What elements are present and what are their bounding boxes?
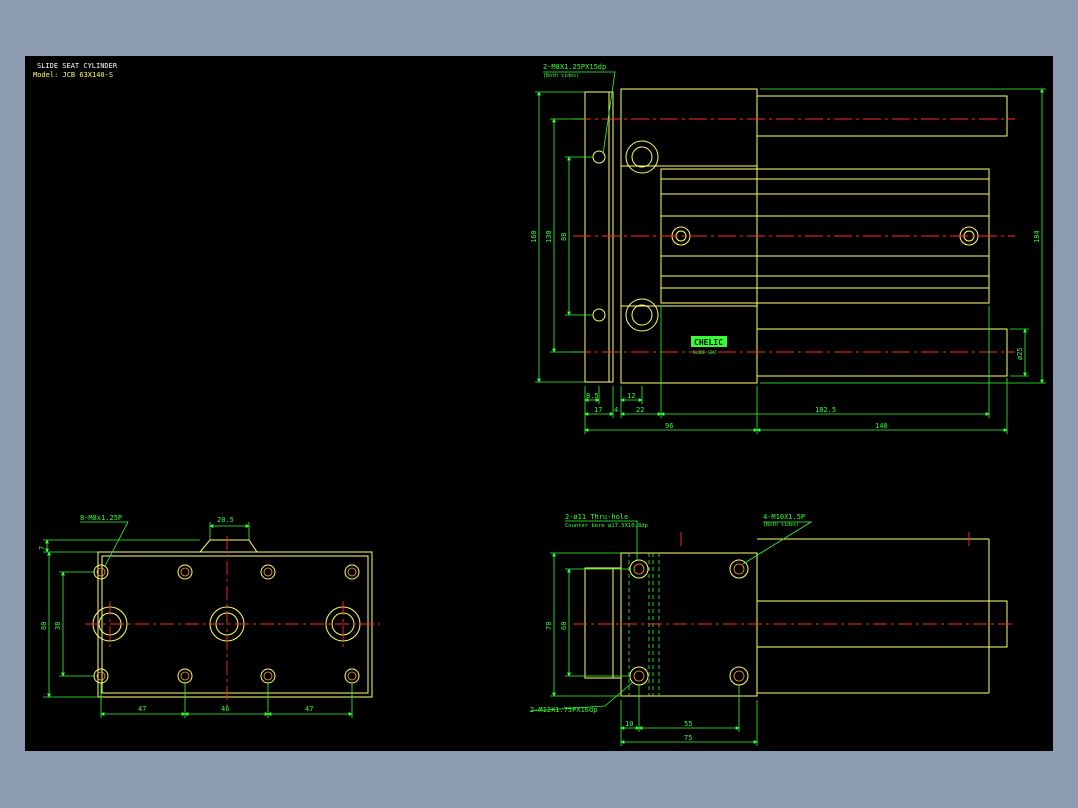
- dim-phi25: ø25: [1016, 347, 1024, 360]
- plan-end-plate: [584, 567, 622, 679]
- dim-140: 140: [875, 422, 888, 430]
- dim-20-5: 20.5: [217, 516, 234, 524]
- dim-47-left: 47: [138, 705, 146, 713]
- counterbore-upper: [625, 140, 659, 174]
- bottom-right-centerlines: [573, 532, 1015, 625]
- bottom-left-dim-labels: 8-M8x1.25P 20.5 7 80 38 47 46 47: [38, 514, 313, 713]
- bottom-right-dimensions: [529, 520, 813, 746]
- top-view: [584, 88, 1008, 384]
- bottom-left-hole-cores: [96, 567, 357, 681]
- top-view-dimensions: [535, 71, 1046, 434]
- top-view-centerlines: [573, 118, 1015, 353]
- model-label: Model: JCB 63X140-S: [33, 71, 113, 79]
- dim-130: 130: [545, 230, 553, 243]
- dim-160: 160: [530, 230, 538, 243]
- brand-logo-subtext: SLIDE SEAT: [693, 350, 718, 355]
- dim-75: 75: [684, 734, 692, 742]
- bottom-left-centerlines: [85, 536, 380, 706]
- callout-port: 2-M8X1.25PX15dp: [543, 63, 606, 71]
- dim-7: 7: [38, 546, 46, 550]
- plan-body: [620, 552, 758, 697]
- port-hole-lower: [592, 308, 606, 322]
- dim-182-5: 182.5: [815, 406, 836, 414]
- bottom-right-dim-labels: 2-ø11 Thru-hole Counter bore ø17.5X10.8d…: [530, 513, 805, 742]
- drawing-canvas[interactable]: SLIDE SEAT CYLINDER Model: JCB 63X140-S: [25, 56, 1053, 751]
- dim-88: 88: [560, 233, 568, 241]
- cad-drawing: SLIDE SEAT CYLINDER Model: JCB 63X140-S: [33, 62, 1046, 746]
- top-view-dim-labels: 2-M8X1.25PX15dp (Both sides) 160 130 88 …: [530, 63, 1041, 430]
- bottom-right-view: [584, 538, 1008, 697]
- dim-8-5: 8.5: [586, 392, 599, 400]
- dim-17: 17: [594, 406, 602, 414]
- dim-47-right: 47: [305, 705, 313, 713]
- callout-thru-hole: 2-ø11 Thru-hole: [565, 513, 628, 521]
- bottom-left-dimensions: [43, 521, 353, 718]
- callout-side-threads: 4-M10X1.5P: [763, 513, 805, 521]
- callout-port-sub: (Both sides): [543, 73, 579, 79]
- bottom-left-view: [92, 539, 373, 698]
- brand-logo: [691, 336, 727, 347]
- dim-184: 184: [1033, 230, 1041, 243]
- bottom-right-hole-cores: [633, 563, 745, 682]
- callout-counterbore: Counter bore ø17.5X10.8dp: [565, 523, 648, 529]
- callout-threads: 8-M8x1.25P: [80, 514, 122, 522]
- dim-38: 38: [54, 622, 62, 630]
- callout-port-thread: 2-M12X1.75PX16dp: [530, 706, 597, 714]
- end-plate: [584, 91, 614, 383]
- upper-rod: [756, 95, 1008, 137]
- lower-rod: [756, 328, 1008, 377]
- slide-table: [660, 168, 990, 304]
- dim-4: 4: [614, 406, 618, 414]
- dim-10: 10: [625, 720, 633, 728]
- dim-22: 22: [636, 406, 644, 414]
- callout-side-threads-sub: (Both sides): [763, 522, 799, 528]
- counterbore-lower: [625, 298, 659, 332]
- dim-80: 80: [40, 622, 48, 630]
- dim-55: 55: [684, 720, 692, 728]
- end-face-outer: [97, 551, 373, 698]
- drawing-title: SLIDE SEAT CYLINDER: [37, 62, 118, 70]
- dim-60: 60: [560, 622, 568, 630]
- brand-logo-text: CHELIC: [694, 338, 723, 347]
- bottom-right-hidden: [628, 553, 660, 696]
- dim-78: 78: [545, 622, 553, 630]
- dim-46: 46: [221, 705, 229, 713]
- port-boss: [198, 539, 258, 553]
- dim-96: 96: [665, 422, 673, 430]
- dim-12: 12: [627, 392, 635, 400]
